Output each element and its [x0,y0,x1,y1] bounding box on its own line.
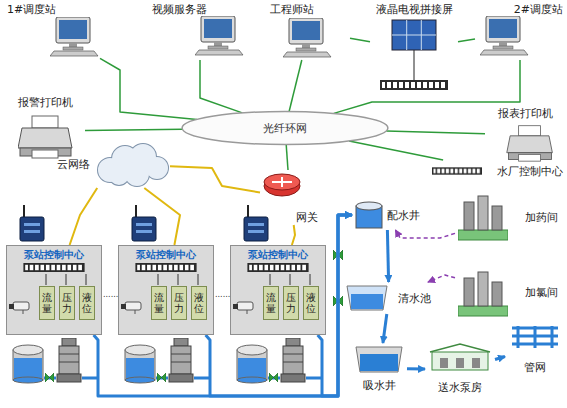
node-label: 光纤环网 [263,122,307,135]
sensor-box: 压力 [59,286,75,320]
pump-house: 送水泵房 [425,345,495,395]
ellipsis-dots: ...... [215,290,230,299]
network-cable [200,60,242,113]
node-label: 配水井 [387,209,420,222]
node-label: 1#调度站 [7,3,56,16]
node-label: 流量 [154,292,164,314]
node-label: 加氯间 [525,286,558,299]
sensor-box: 压力 [283,286,299,320]
node-label: 2#调度站 [514,3,563,16]
workstation: 2#调度站 [475,2,565,60]
node-label: 管网 [524,361,546,374]
node-label: 水厂控制中心 [497,165,563,178]
node-label: 压力 [174,292,184,314]
printer: 报表打印机 [485,106,565,164]
node-label: 泵站控制中心 [248,248,308,261]
node-label: 流量 [266,292,276,314]
water-pipe [495,357,505,360]
pump-station-panel: 泵站控制中心流量压力液位 [230,245,326,335]
node-label: 报表打印机 [498,107,553,120]
water-pipe [94,215,352,396]
wireless-link [144,188,180,245]
network-cable [350,38,370,42]
workstation: 工程师站 [268,2,350,60]
water-pipe [387,230,388,282]
pipe-network: 管网 [505,320,565,375]
water-pipe [407,367,425,370]
dosing-room: 加药间 [455,190,560,245]
node-label: 流量 [42,292,52,314]
network-cable [85,129,182,130]
node-label: 液位 [194,292,204,314]
node-label: 送水泵房 [438,381,482,394]
distribution-well: 配水井 [352,200,422,230]
water-pipe [206,215,352,396]
sensor-box: 压力 [171,286,187,320]
node-label: 加药间 [525,211,558,224]
node-label: 液位 [82,292,92,314]
video-server: 视频服务器 [150,2,250,60]
node-label: 云网络 [57,158,90,171]
node-label: 液位 [306,292,316,314]
node-label: 清水池 [398,292,431,305]
node-label: 压力 [62,292,72,314]
sensor-box: 流量 [151,286,167,320]
plant-control-center: 水厂控制中心 [430,160,565,182]
network-cable [458,39,475,42]
node-label: 压力 [286,292,296,314]
pump-station-panel: 泵站控制中心流量压力液位 [6,245,102,335]
network-ring: 光纤环网 [180,110,390,146]
network-cable [289,60,302,112]
pump-station-panel: 泵站控制中心流量压力液位 [118,245,214,335]
sensor-box: 液位 [79,286,95,320]
network-cable [386,131,485,134]
suction-well: 吸水井 [352,343,407,393]
cloud-network: 云网络 [55,140,170,188]
chlorination-room: 加氯间 [455,265,560,320]
wireless-link [70,188,98,245]
node-label: 报警打印机 [18,96,73,109]
clear-water-pool: 清水池 [345,282,433,314]
sensor-box: 液位 [191,286,207,320]
sensor-box: 流量 [39,286,55,320]
node-label: 泵站控制中心 [24,248,84,261]
node-label: 工程师站 [270,3,314,16]
wireless-link [170,166,260,192]
network-cable [100,58,197,119]
node-label: 网关 [296,211,318,224]
node-label: 视频服务器 [152,3,207,16]
workstation: 1#调度站 [5,2,100,60]
video-wall: 液晶电视拼接屏 [370,2,458,97]
node-label: 吸水井 [363,379,396,392]
sensor-box: 流量 [263,286,279,320]
wireless-link [292,225,295,245]
gateway-router: 网关 [260,170,320,225]
dosing-line [396,230,456,238]
water-pipe [318,215,352,396]
sensor-box: 液位 [303,286,319,320]
node-label: 泵站控制中心 [136,248,196,261]
dosing-line [428,275,455,282]
printer: 报警打印机 [5,95,85,167]
node-label: 液晶电视拼接屏 [376,3,453,16]
ellipsis-dots: ...... [103,290,118,299]
network-cable [286,145,288,170]
network-cable [349,141,443,160]
network-cable [334,60,520,113]
water-pipe [383,314,387,343]
